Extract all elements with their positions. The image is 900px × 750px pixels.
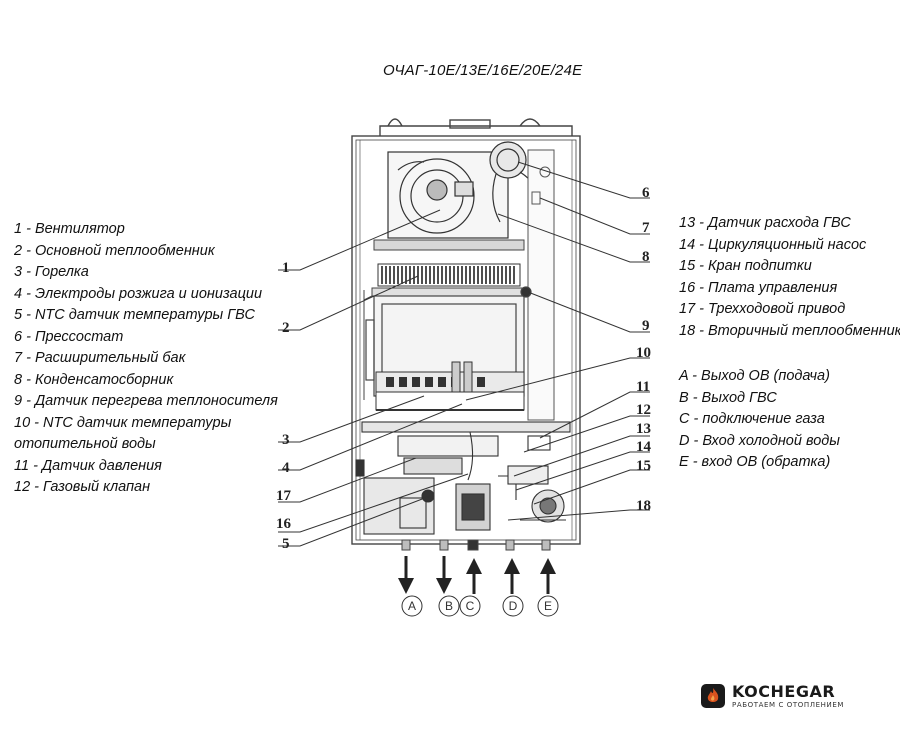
legend-item: C - подключение газа — [679, 411, 825, 427]
legend-item: 8 - Конденсатосборник — [14, 371, 174, 388]
callout-8: 8 — [642, 249, 650, 265]
connection-labels: A B C D E — [401, 595, 559, 617]
legend-item: отопительной воды — [14, 436, 156, 452]
callout-12: 12 — [636, 402, 651, 418]
callout-14: 14 — [636, 439, 652, 455]
callout-4: 4 — [282, 460, 290, 476]
legend-item: 14 - Циркуляционный насос — [679, 236, 867, 253]
connection-label-b: B — [445, 599, 453, 613]
legend-item: 1 - Вентилятор — [14, 221, 125, 237]
callout-15: 15 — [636, 458, 651, 474]
expansion-tank-icon — [527, 149, 555, 421]
burner-nozzle — [425, 377, 433, 387]
callout-13: 13 — [636, 421, 651, 437]
legend-item: 9 - Датчик перегрева теплоносителя — [14, 393, 278, 409]
legend-item: A - Выход ОВ (подача) — [679, 368, 830, 384]
connection-label-d: D — [509, 599, 518, 613]
burner-nozzle — [477, 377, 485, 387]
callout-6: 6 — [642, 185, 650, 201]
logo-tagline: РАБОТАЕМ С ОТОПЛЕНИЕМ — [732, 701, 844, 709]
callout-17: 17 — [276, 488, 292, 504]
callout-18: 18 — [636, 498, 651, 514]
legend-item: 12 - Газовый клапан — [14, 479, 151, 495]
legend-item: 2 - Основной теплообменник — [14, 242, 215, 259]
hydraulic-group — [355, 421, 571, 535]
callout-5: 5 — [282, 536, 290, 552]
leader-lines — [278, 161, 650, 547]
connection-label-a: A — [408, 599, 416, 613]
callout-2: 2 — [282, 320, 290, 336]
callout-16: 16 — [276, 516, 292, 532]
callout-1: 1 — [282, 260, 290, 276]
legend-connections: A - Выход ОВ (подача) B - Выход ГВС C - … — [679, 366, 899, 474]
legend-item: 18 - Вторичный теплообменник — [679, 322, 900, 339]
legend-right: 13 - Датчик расхода ГВС 14 - Циркуляцион… — [679, 213, 900, 342]
legend-item: D - Вход холодной воды — [679, 432, 840, 449]
diagram-title: ОЧАГ-10E/13E/16E/20E/24E — [383, 62, 583, 79]
legend-item: 10 - NTC датчик температуры — [14, 414, 232, 431]
burner-nozzle — [386, 377, 394, 387]
legend-item: 17 - Трехходовой привод — [679, 301, 846, 317]
legend-item: 16 - Плата управления — [679, 279, 838, 296]
burner-nozzle — [438, 377, 446, 387]
connection-label-e: E — [544, 599, 552, 613]
legend-item: 11 - Датчик давления — [14, 457, 162, 474]
pressure-switch-icon — [489, 141, 538, 223]
callout-11: 11 — [636, 379, 650, 395]
legend-item: 7 - Расширительный бак — [14, 350, 186, 366]
callout-numbers: 1 2 3 4 17 16 5 6 7 8 9 10 11 12 13 14 1… — [276, 185, 652, 552]
legend-item: 5 - NTC датчик температуры ГВС — [14, 307, 255, 323]
callout-9: 9 — [642, 318, 650, 334]
legend-item: E - вход ОВ (обратка) — [679, 454, 831, 470]
legend-item: 13 - Датчик расхода ГВС — [679, 215, 851, 231]
flame-logo-icon — [701, 684, 725, 708]
callout-10: 10 — [636, 345, 651, 361]
connection-label-c: C — [466, 599, 475, 613]
legend-left: 1 - Вентилятор 2 - Основной теплообменни… — [14, 219, 278, 499]
pipe-stubs — [401, 539, 551, 551]
legend-item: 6 - Прессостат — [14, 328, 124, 345]
burner-nozzle — [399, 377, 407, 387]
burner-nozzle — [412, 377, 420, 387]
legend-item: 15 - Кран подпитки — [679, 258, 812, 274]
heat-exchanger-icon — [371, 239, 529, 297]
legend-item: 3 - Горелка — [14, 264, 89, 280]
legend-item: B - Выход ГВС — [679, 389, 777, 406]
legend-item: 4 - Электроды розжига и ионизации — [14, 285, 263, 302]
burner-icon — [375, 361, 525, 411]
connection-arrows — [398, 556, 556, 594]
logo-name: KOCHEGAR — [732, 682, 836, 701]
kochegar-logo: KOCHEGAR РАБОТАЕМ С ОТОПЛЕНИЕМ — [700, 676, 844, 716]
callout-7: 7 — [642, 220, 650, 236]
callout-3: 3 — [282, 432, 290, 448]
